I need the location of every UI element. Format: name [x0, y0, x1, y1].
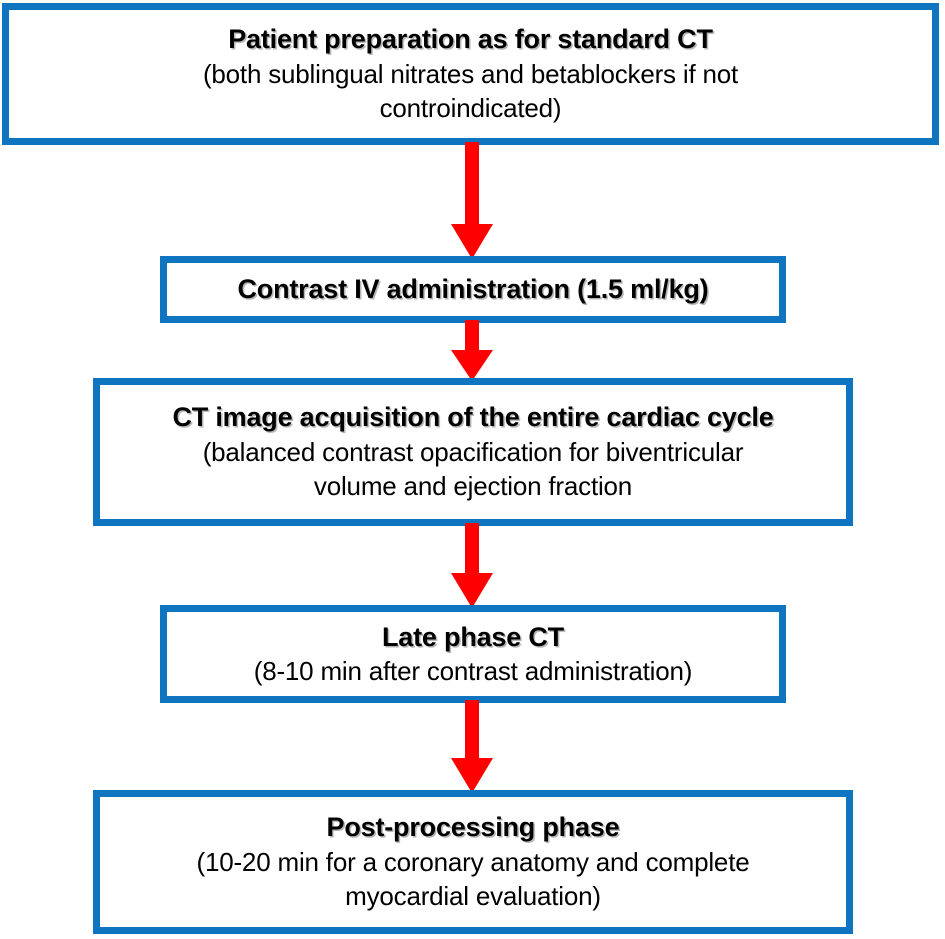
node-title: Patient preparation as for standard CT	[228, 24, 713, 55]
arrow-down-icon	[451, 320, 493, 381]
node-title: Contrast IV administration (1.5 ml/kg)	[237, 274, 709, 305]
node-title: Late phase CT	[382, 621, 564, 652]
node-subtext-line: (10-20 min for a coronary anatomy and co…	[196, 846, 750, 877]
node-subtext: (balanced contrast opacification for biv…	[203, 435, 744, 504]
node-subtext: (8-10 min after contrast administration)	[254, 654, 693, 688]
flowchart-node-contrast-iv-administration: Contrast IV administration (1.5 ml/kg)	[160, 256, 786, 323]
node-subtext-line: (both sublingual nitrates and betablocke…	[202, 58, 739, 89]
node-subtext-line: controindicated)	[379, 93, 562, 124]
node-subtext-line: volume and ejection fraction	[313, 471, 633, 502]
node-subtext: (10-20 min for a coronary anatomy and co…	[197, 845, 750, 914]
flowchart-node-post-processing-phase: Post-processing phase (10-20 min for a c…	[93, 790, 853, 934]
node-title: CT image acquisition of the entire cardi…	[172, 402, 774, 433]
arrow-down-icon	[451, 523, 493, 608]
arrow-down-icon	[451, 700, 493, 793]
flowchart-node-late-phase-ct: Late phase CT (8-10 min after contrast a…	[160, 605, 786, 703]
flowchart-node-patient-preparation: Patient preparation as for standard CT (…	[2, 3, 939, 145]
flowchart-node-ct-image-acquisition: CT image acquisition of the entire cardi…	[93, 378, 853, 526]
node-title: Post-processing phase	[326, 812, 620, 843]
arrow-down-icon	[451, 142, 493, 259]
node-subtext-line: (balanced contrast opacification for biv…	[202, 436, 744, 467]
node-subtext: (both sublingual nitrates and betablocke…	[203, 57, 738, 126]
node-subtext-line: myocardial evaluation)	[345, 881, 601, 912]
node-subtext-line: (8-10 min after contrast administration)	[253, 656, 693, 687]
